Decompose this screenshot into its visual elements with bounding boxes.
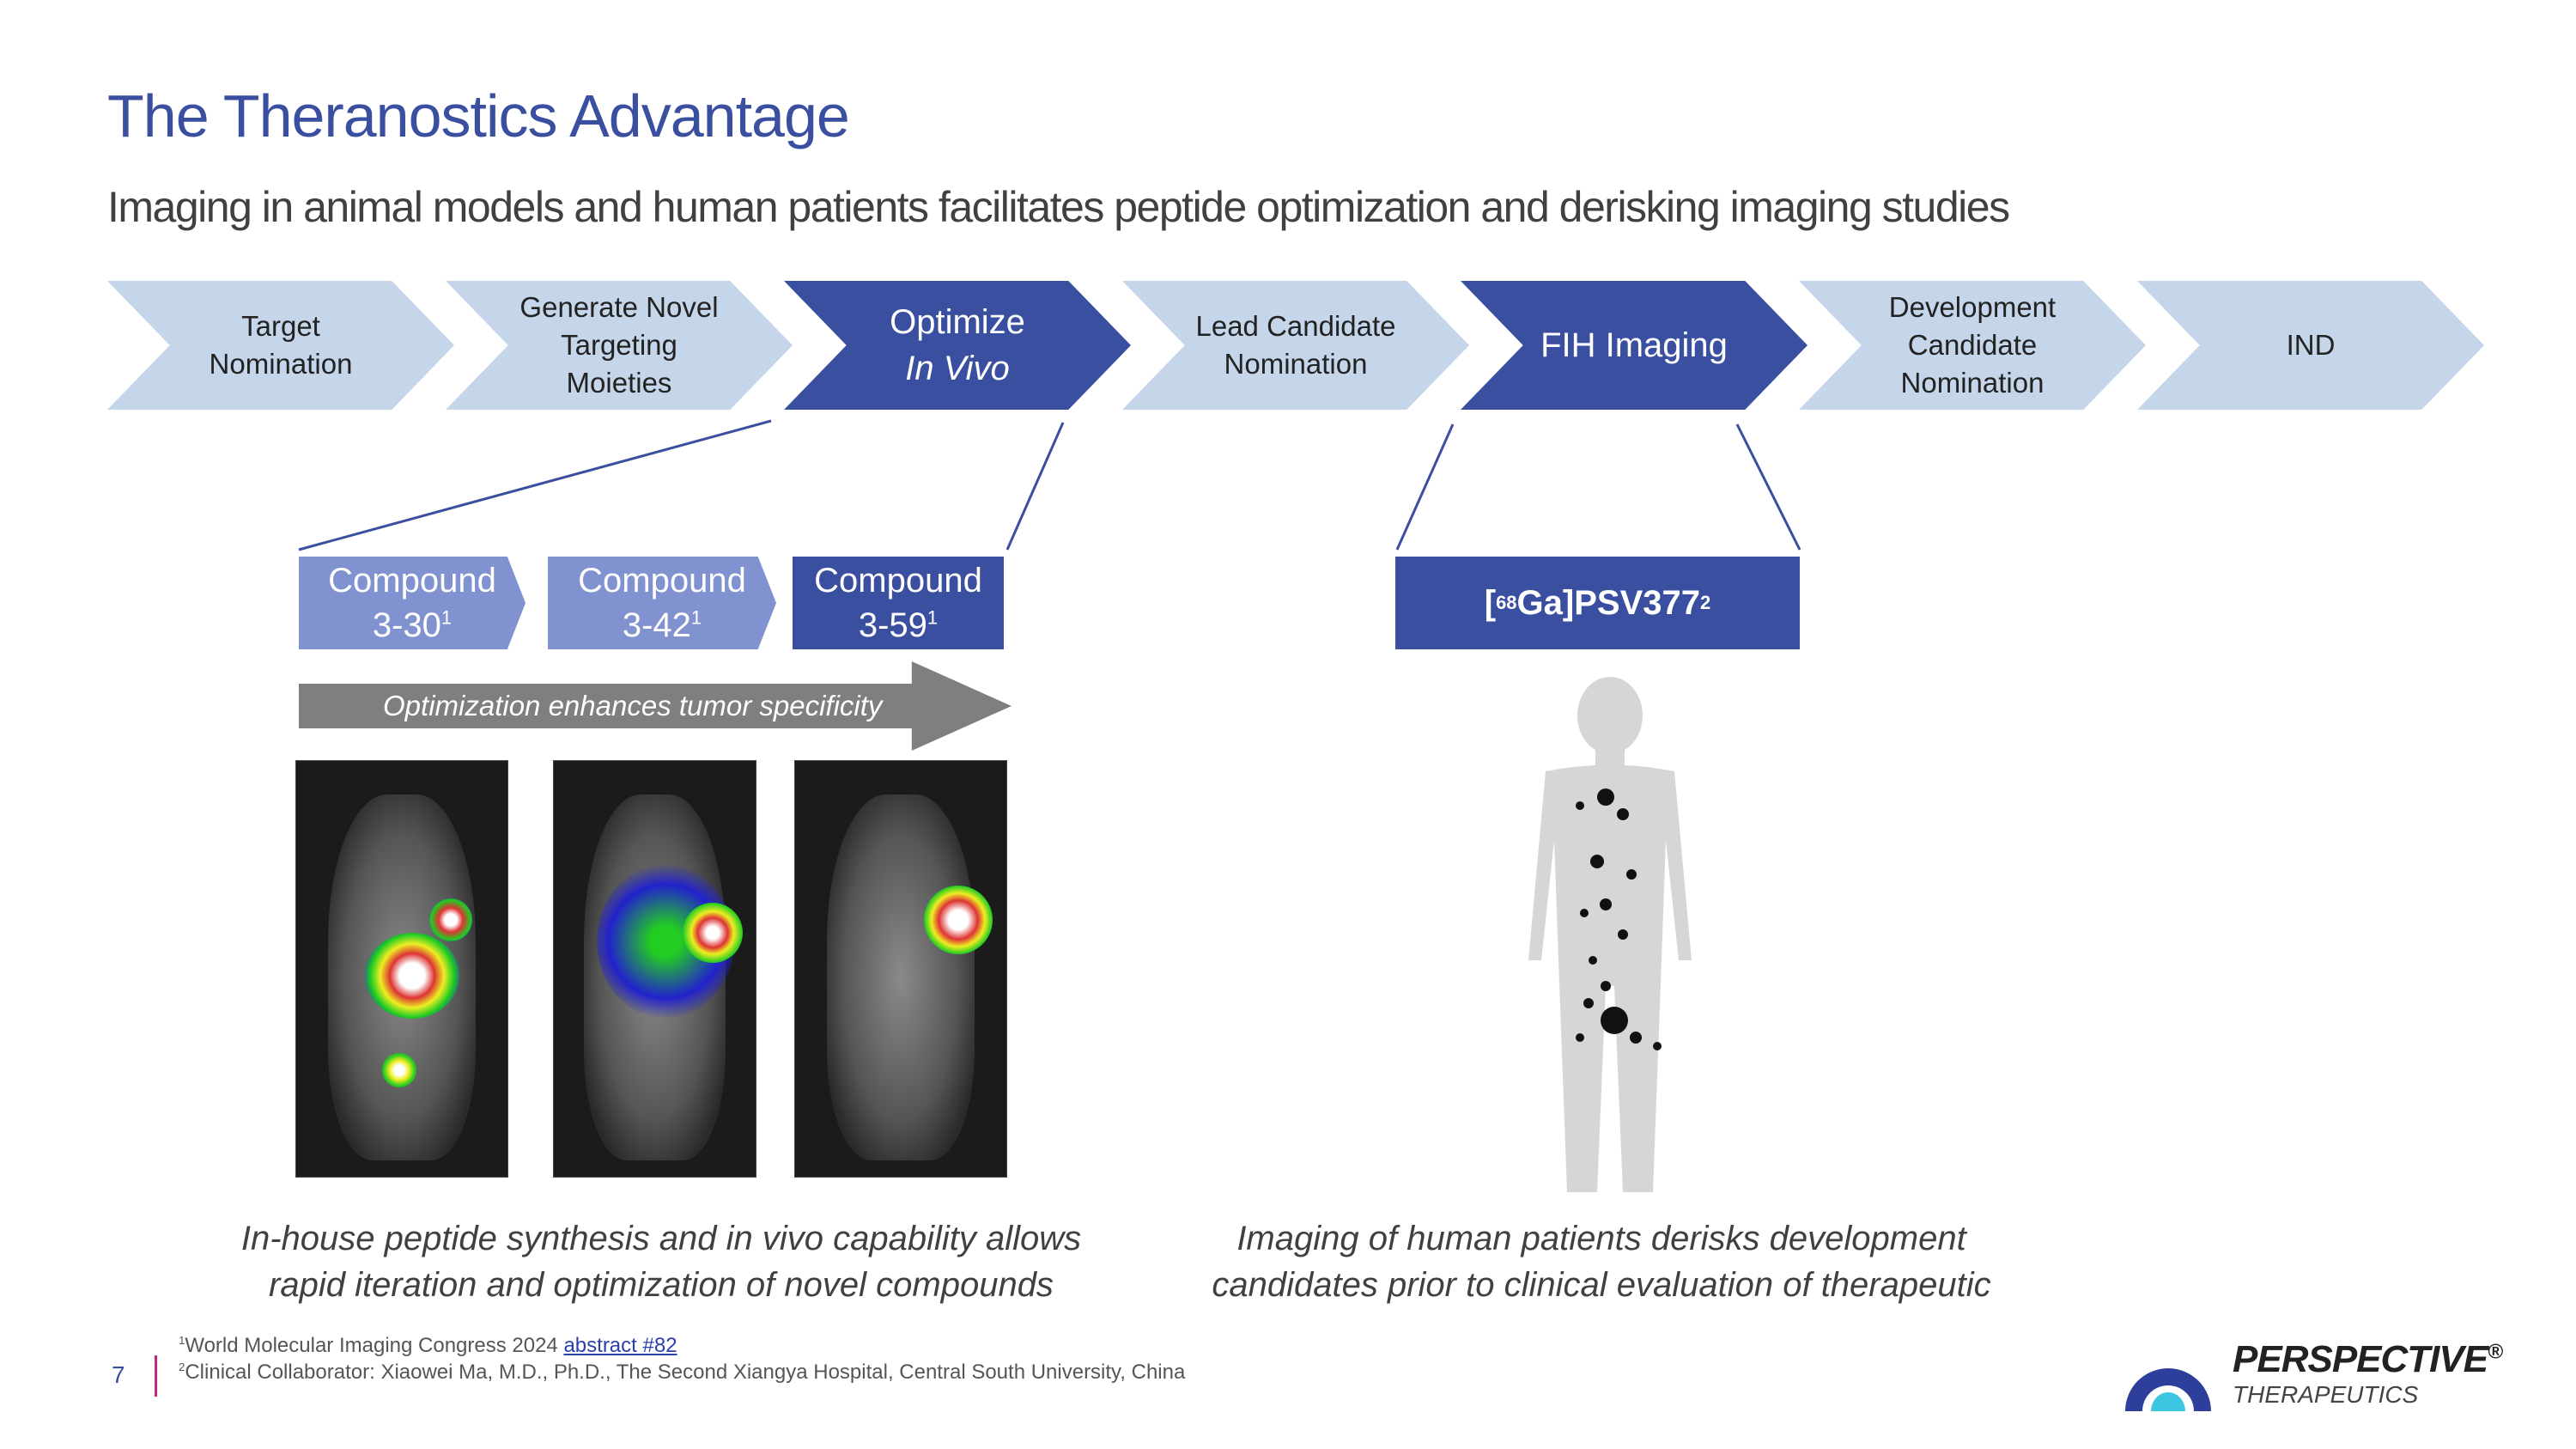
step-line: Candidate — [1907, 329, 2038, 361]
caption-line: Imaging of human patients derisks develo… — [1236, 1220, 1966, 1257]
connector-line — [298, 419, 772, 551]
step-line: Nomination — [1224, 348, 1368, 380]
compound-3-59: Compound 3-591 — [793, 557, 1004, 649]
caption-line: In-house peptide synthesis and in vivo c… — [240, 1220, 1082, 1257]
company-logo: PERSPECTIVE® THERAPEUTICS — [2121, 1330, 2524, 1416]
step-line: Generate Novel — [519, 291, 719, 323]
bracket: [ — [1484, 583, 1497, 622]
footnote-1: 1World Molecular Imaging Congress 2024 a… — [179, 1334, 677, 1358]
compound-label: Compound — [328, 562, 496, 600]
slide-title: The Theranostics Advantage — [107, 82, 850, 149]
step-line: In Vivo — [905, 350, 1010, 387]
compound-id: 3-30 — [372, 606, 441, 644]
step-line: Moieties — [566, 367, 672, 399]
step-line: FIH Imaging — [1540, 326, 1728, 364]
compound-name: Ga]PSV377 — [1516, 583, 1701, 622]
footnote-num: 2 — [179, 1361, 185, 1373]
step-line: Nomination — [209, 348, 353, 380]
mouse-image-3-30 — [295, 760, 508, 1178]
connector-line — [1005, 422, 1065, 551]
step-line: Optimize — [890, 303, 1025, 341]
footnote-text: Clinical Collaborator: Xiaowei Ma, M.D.,… — [185, 1361, 1186, 1384]
mouse-image-3-42 — [553, 760, 756, 1178]
step-line: Lead Candidate — [1195, 310, 1396, 342]
step-line: Development — [1888, 291, 2057, 323]
caption-left: In-house peptide synthesis and in vivo c… — [206, 1215, 1116, 1308]
human-pet-image — [1528, 677, 1692, 1192]
connector-line — [1395, 423, 1455, 551]
logo-subtitle: THERAPEUTICS — [2233, 1381, 2419, 1408]
logo-name: PERSPECTIVE — [2233, 1338, 2488, 1380]
optimization-arrow-label: Optimization enhances tumor specificity — [383, 690, 883, 721]
step-line: IND — [2286, 329, 2336, 361]
footer-divider — [155, 1355, 157, 1397]
mouse-image-3-59 — [794, 760, 1007, 1178]
caption-line: rapid iteration and optimization of nove… — [269, 1266, 1054, 1304]
compound-3-42: Compound 3-421 — [548, 557, 776, 649]
compound-label: Compound — [578, 562, 746, 600]
slide-subtitle: Imaging in animal models and human patie… — [107, 183, 2010, 231]
step-line: Target — [241, 310, 320, 342]
connector-line — [1735, 423, 1801, 551]
compound-id: 3-59 — [858, 606, 927, 644]
logo-mark-icon — [2125, 1368, 2211, 1411]
footnote-text: World Molecular Imaging Congress 2024 — [185, 1334, 564, 1357]
footnote-2: 2Clinical Collaborator: Xiaowei Ma, M.D.… — [179, 1361, 1185, 1385]
page-number: 7 — [112, 1361, 125, 1388]
footnote-ref: 1 — [927, 606, 939, 629]
footnote-num: 1 — [179, 1334, 185, 1347]
compound-3-30: Compound 3-301 — [299, 557, 526, 649]
caption-line: candidates prior to clinical evaluation … — [1212, 1266, 1991, 1304]
step-line: Nomination — [1900, 367, 2044, 399]
footnote-ref: 1 — [440, 606, 453, 629]
logo-mark: ® — [2488, 1340, 2503, 1364]
compound-id: 3-42 — [622, 606, 691, 644]
compound-label: Compound — [814, 562, 982, 600]
caption-right: Imaging of human patients derisks develo… — [1151, 1215, 2052, 1308]
abstract-link[interactable]: abstract #82 — [563, 1334, 677, 1357]
step-line: Targeting — [561, 329, 677, 361]
footnote-ref: 1 — [690, 606, 702, 629]
